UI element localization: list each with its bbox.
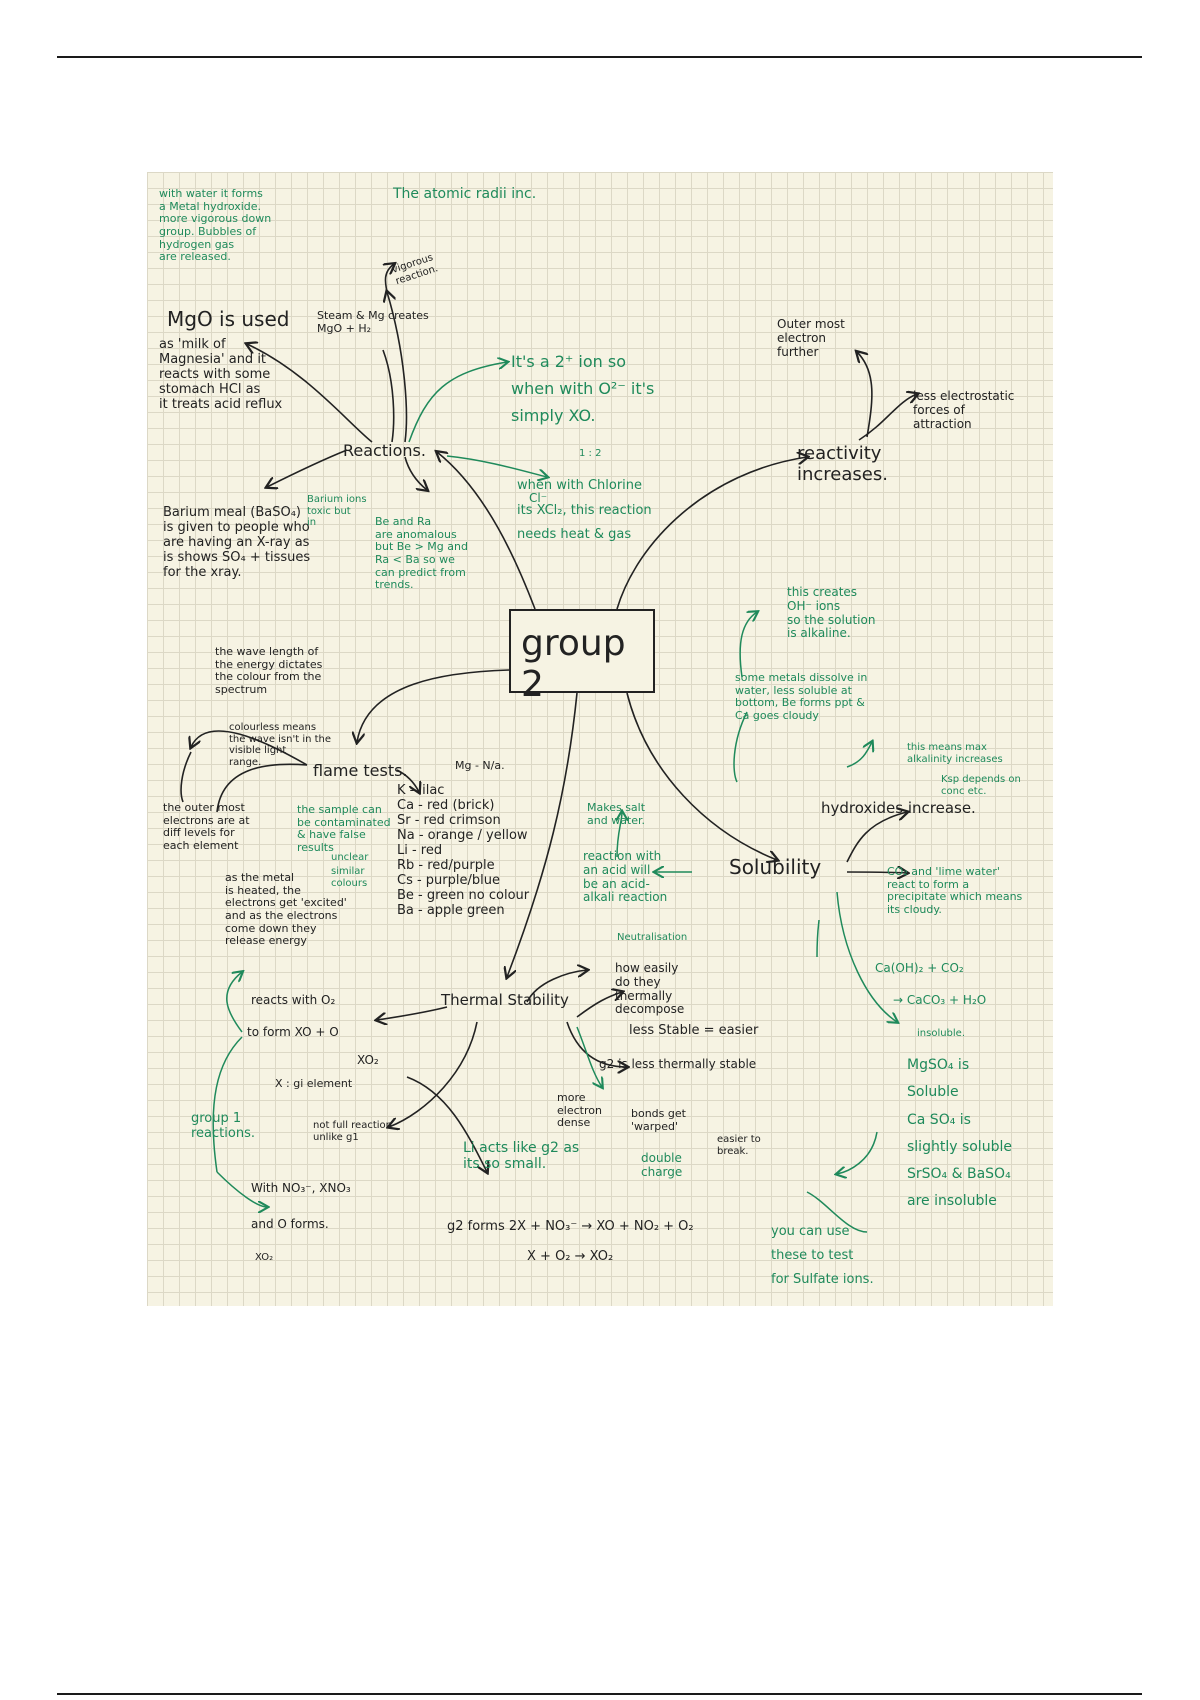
- g2-stability-note: g2 is less thermally stable: [599, 1057, 757, 1071]
- dissolve-note: some metals dissolve in water, less solu…: [735, 671, 868, 722]
- nitrate-note: With NO₃⁻, XNO₃: [251, 1181, 351, 1195]
- hydroxide-ions-note: this creates OH⁻ ions so the solution is…: [787, 585, 876, 641]
- caco3-note: → CaCO₃ + H₂O: [893, 993, 987, 1007]
- anomalous-note: Be and Ra are anomalous but Be > Mg and …: [375, 515, 468, 592]
- water-reaction-note: with water it forms a Metal hydroxide. m…: [159, 187, 272, 264]
- double-charge-note: double charge: [641, 1151, 683, 1179]
- sulfate-solubility-note: MgSO₄ is Soluble Ca SO₄ is slightly solu…: [907, 1057, 1012, 1210]
- barium-meal-note: Barium meal (BaSO₄) is given to people w…: [163, 505, 311, 580]
- mind-map-sheet: group 2 The atomic radii inc. with water…: [147, 172, 1053, 1306]
- limewater-note: CO₂ and 'lime water' react to form a pre…: [887, 865, 1023, 916]
- acid-alkali-note: reaction with an acid will be an acid- a…: [583, 849, 668, 905]
- branch-solubility: Solubility: [729, 855, 822, 879]
- header-rule: [57, 56, 1142, 58]
- electrostatic-note: less electrostatic forces of attraction: [913, 389, 1015, 431]
- oxide-form-note: to form XO + O: [247, 1025, 339, 1039]
- steam-note: Steam & Mg creates MgO + H₂: [317, 309, 429, 335]
- mgo-note: as 'milk of Magnesia' and it reacts with…: [159, 337, 283, 412]
- branch-flame-tests: flame tests.: [313, 761, 408, 780]
- mg-flame-note: Mg - N/a.: [455, 759, 505, 772]
- hydroxides-note: hydroxides increase.: [821, 799, 976, 817]
- black-connectors: [180, 264, 917, 1172]
- central-topic-box: group 2: [509, 609, 655, 705]
- branch-reactions: Reactions.: [343, 441, 426, 460]
- sulfate-test-note: you can use these to test for Sulfate io…: [771, 1224, 874, 1288]
- insoluble-note: insoluble.: [917, 1028, 966, 1039]
- chloride-ion: Cl⁻: [529, 491, 548, 505]
- oxide-equation: X + O₂ → XO₂: [527, 1249, 614, 1264]
- atomic-radii-note: The atomic radii inc.: [393, 186, 537, 202]
- ksp-note: Ksp depends on conc etc.: [941, 774, 1021, 797]
- similar-colours-note: similar colours: [331, 866, 368, 889]
- branch-reactivity: reactivity increases.: [797, 443, 888, 485]
- unclear-note: unclear: [331, 852, 369, 863]
- bonds-warped-note: bonds get 'warped': [631, 1107, 686, 1133]
- connector-arrows: [180, 172, 1053, 1233]
- lithium-note: Li acts like g2 as its so small.: [463, 1140, 580, 1173]
- chlorine-note: when with Chlorine its XCl₂, this reacti…: [517, 478, 652, 543]
- footer-rule: [57, 1693, 1142, 1695]
- peroxide-note-2: XO₂: [255, 1252, 274, 1263]
- reacts-oxygen-note: reacts with O₂: [251, 993, 336, 1007]
- barium-toxic-note: Barium ions toxic but in: [307, 494, 367, 528]
- less-stable-note: less Stable = easier: [629, 1023, 759, 1038]
- caoh2-note: Ca(OH)₂ + CO₂: [875, 961, 964, 975]
- chlorine-ratio: 1 : 2: [579, 448, 602, 459]
- outer-most-electrons-note: the outer most electrons are at diff lev…: [163, 801, 250, 852]
- green-connectors: [212, 362, 897, 1233]
- outer-electron-note: Outer most electron further: [777, 317, 845, 359]
- group1-reactions-note: group 1 reactions.: [191, 1111, 255, 1141]
- g2-nitrate-equation: g2 forms 2X + NO₃⁻ → XO + NO₂ + O₂: [447, 1219, 694, 1234]
- ion-charge-note: It's a 2⁺ ion so when with O²⁻ it's simp…: [511, 352, 655, 426]
- heated-electrons-note: as the metal is heated, the electrons ge…: [225, 871, 347, 948]
- neutralisation-note: Neutralisation: [617, 932, 688, 943]
- wavelength-note: the wave length of the energy dictates t…: [215, 645, 323, 696]
- not-full-reaction-note: not full reaction unlike g1: [313, 1120, 392, 1143]
- central-topic-label: group 2: [521, 623, 626, 705]
- element-key-note: X : gi element: [275, 1077, 353, 1090]
- mgo-title: MgO is used: [167, 307, 290, 331]
- colourless-note: colourless means the wave isn't in the v…: [229, 722, 332, 768]
- electron-dense-note: more electron dense: [557, 1091, 602, 1130]
- branch-thermal-stability: Thermal Stability: [441, 991, 569, 1009]
- makes-salt-note: Makes salt and water.: [587, 801, 646, 827]
- oxygen-forms-note: and O forms.: [251, 1217, 329, 1231]
- flame-colours-list: K - lilac Ca - red (brick) Sr - red crim…: [397, 783, 530, 918]
- contamination-note: the sample can be contaminated & have fa…: [297, 803, 391, 854]
- peroxide-note: XO₂: [357, 1053, 379, 1067]
- alkalinity-note: this means max alkalinity increases: [907, 742, 1003, 765]
- decompose-note: how easily do they thermally decompose: [615, 961, 685, 1017]
- easier-break-note: easier to break.: [717, 1134, 761, 1157]
